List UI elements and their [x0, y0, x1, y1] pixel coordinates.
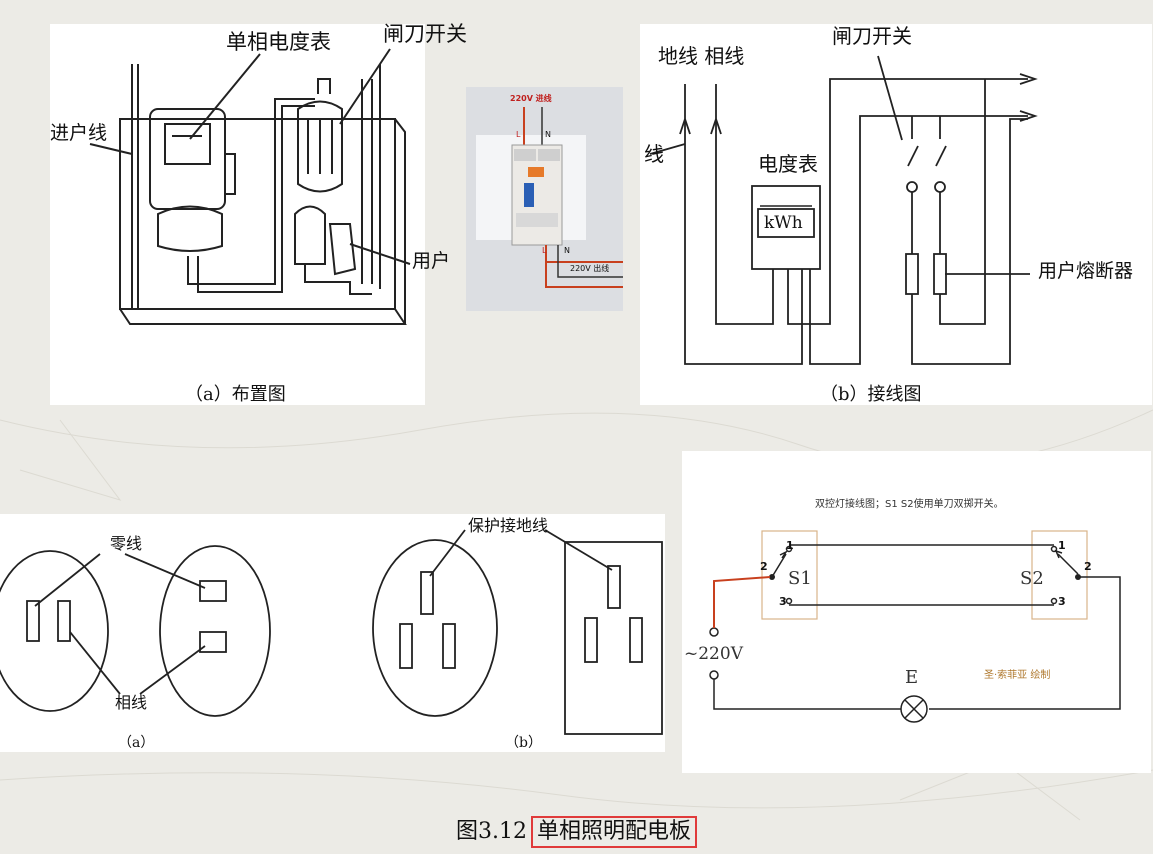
terminal-2-left: 2 [760, 560, 768, 573]
label-ground-phase: 地线 相线 [658, 44, 745, 68]
two-way-switch-diagram [709, 530, 1121, 723]
caption-layout: （a）布置图 [185, 384, 286, 405]
label-neutral-wire: 零线 [110, 534, 143, 553]
two-pin-socket-panel: 零线 相线 （a） [0, 514, 290, 752]
terminal-1-right: 1 [1058, 539, 1066, 552]
label-energy-meter: 电度表 [758, 152, 818, 176]
label-single-phase-meter: 单相电度表 [226, 30, 331, 54]
label-220v-source: ~220V [684, 644, 743, 664]
label-l-top: L [516, 130, 521, 139]
terminal-2-right: 2 [1084, 560, 1092, 573]
caption-wiring: （b）接线图 [820, 384, 922, 405]
figure-title: 单相照明配电板 [530, 816, 697, 848]
label-inlet-line: 进户线 [50, 122, 108, 144]
label-n-bottom: N [564, 246, 570, 255]
label-line: 线 [644, 142, 664, 166]
three-pin-socket-panel: 保护接地线 （b） [290, 514, 665, 752]
label-user: 用户 [412, 250, 451, 272]
caption-socket-b: （b） [505, 735, 542, 751]
layout-drawing-panel: 单相电度表 闸刀开关 进户线 用户 （a）布置图 [50, 24, 467, 405]
label-knife-switch: 闸刀开关 [383, 22, 467, 46]
terminal-3-right: 3 [1058, 595, 1066, 608]
three-pin-sockets [372, 529, 663, 735]
wiring-diagram [649, 55, 1038, 365]
label-s2: S2 [1020, 568, 1044, 589]
label-protective-ground: 保护接地线 [468, 516, 549, 535]
label-author: 圣·索菲亚 绘制 [984, 670, 1051, 681]
label-s1: S1 [788, 568, 812, 589]
switch-diagram-title: 双控灯接线图；S1 S2使用单刀双掷开关。 [815, 499, 1004, 510]
wiring-diagram-panel: 地线 相线 线 闸刀开关 电度表 kWh 用户熔断器 （b）接线图 [640, 24, 1152, 405]
caption-socket-a: （a） [118, 735, 155, 751]
terminal-1-left: 1 [786, 539, 794, 552]
label-lamp-e: E [905, 667, 919, 688]
label-l-bottom: L [542, 246, 547, 255]
label-220v-out: 220V 出线 [570, 264, 610, 273]
layout-drawing [89, 48, 411, 325]
label-n-top: N [545, 130, 551, 139]
figure-number: 图3.12 [455, 819, 527, 844]
label-user-fuse: 用户熔断器 [1038, 260, 1134, 282]
two-way-switch-panel: 双控灯接线图；S1 S2使用单刀双掷开关。 S1 S2 1 2 3 1 2 3 … [682, 451, 1151, 773]
breaker-photo [476, 107, 623, 288]
label-phase-wire: 相线 [115, 693, 148, 712]
breaker-photo-panel: 220V 进线 L N L N 220V 出线 [466, 87, 623, 311]
terminal-3-left: 3 [779, 595, 787, 608]
label-knife-switch-b: 闸刀开关 [832, 24, 912, 48]
two-pin-sockets [0, 545, 271, 717]
label-220v-in: 220V 进线 [510, 94, 552, 103]
label-kwh: kWh [764, 213, 803, 233]
